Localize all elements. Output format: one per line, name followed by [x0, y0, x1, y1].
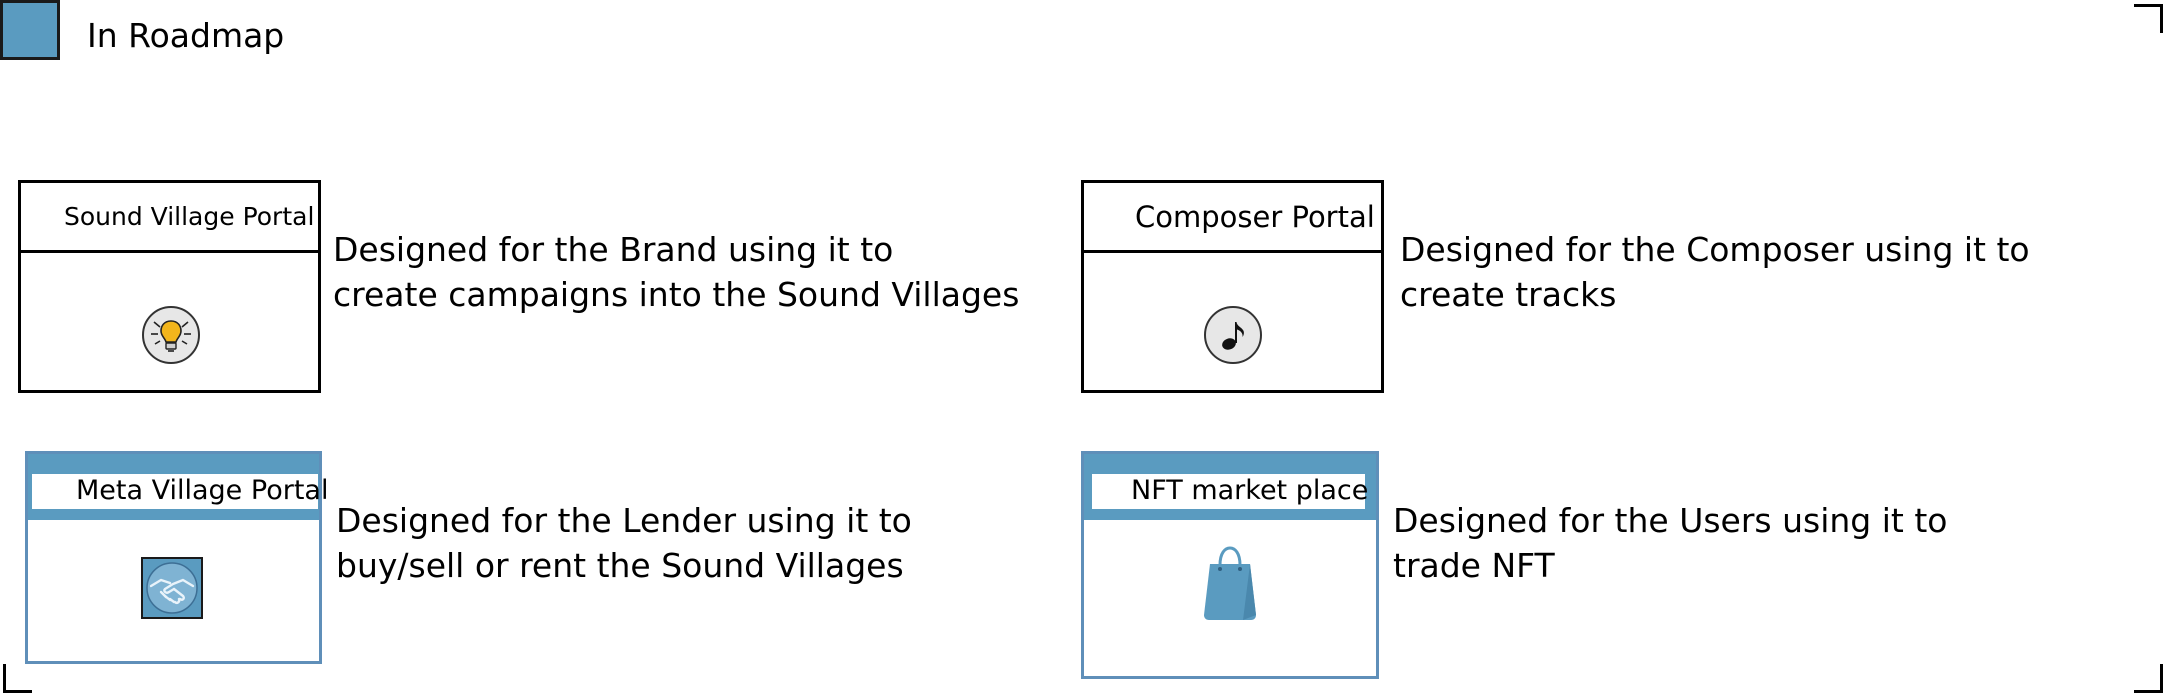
portal-title: Meta Village Portal — [76, 475, 329, 506]
portal-description-nft-market: Designed for the Users using it to trade… — [1393, 498, 1947, 588]
portal-card-header: NFT market place — [1084, 454, 1376, 520]
description-line: create tracks — [1400, 275, 1617, 314]
corner-mark-top-right — [2134, 4, 2163, 33]
portal-title: Sound Village Portal — [64, 202, 315, 231]
legend-swatch — [0, 0, 60, 60]
corner-mark-bottom-left — [3, 664, 32, 693]
music-note-icon — [1204, 306, 1262, 364]
description-line: Designed for the Brand using it to — [333, 230, 894, 269]
portal-card-header: Composer Portal — [1084, 183, 1381, 253]
portal-title-tab: Meta Village Portal — [32, 474, 328, 509]
portal-title: NFT market place — [1131, 475, 1369, 506]
portal-description-composer: Designed for the Composer using it to cr… — [1400, 227, 2030, 317]
corner-mark-bottom-right — [2134, 664, 2163, 693]
portal-title-tab: NFT market place — [1092, 474, 1369, 509]
portal-description-meta-village: Designed for the Lender using it to buy/… — [336, 498, 912, 588]
shopping-bag-icon — [1203, 545, 1259, 623]
description-line: create campaigns into the Sound Villages — [333, 275, 1020, 314]
description-line: Designed for the Lender using it to — [336, 501, 912, 540]
legend: In Roadmap — [0, 0, 320, 64]
portal-card-nft-market: NFT market place — [1081, 451, 1379, 679]
lightbulb-icon — [142, 306, 200, 364]
description-line: Designed for the Composer using it to — [1400, 230, 2030, 269]
portal-title: Composer Portal — [1135, 200, 1375, 234]
legend-label: In Roadmap — [87, 16, 285, 55]
description-line: buy/sell or rent the Sound Villages — [336, 546, 904, 585]
portal-card-header: Sound Village Portal — [21, 183, 318, 253]
portal-card-header: Meta Village Portal — [28, 454, 328, 520]
portal-card-composer: Composer Portal — [1081, 180, 1384, 393]
portal-description-sound-village: Designed for the Brand using it to creat… — [333, 227, 1019, 317]
portal-card-meta-village: Meta Village Portal — [25, 451, 328, 664]
handshake-icon — [141, 557, 203, 619]
portal-card-sound-village: Sound Village Portal — [18, 180, 321, 393]
description-line: Designed for the Users using it to — [1393, 501, 1948, 540]
description-line: trade NFT — [1393, 546, 1555, 585]
